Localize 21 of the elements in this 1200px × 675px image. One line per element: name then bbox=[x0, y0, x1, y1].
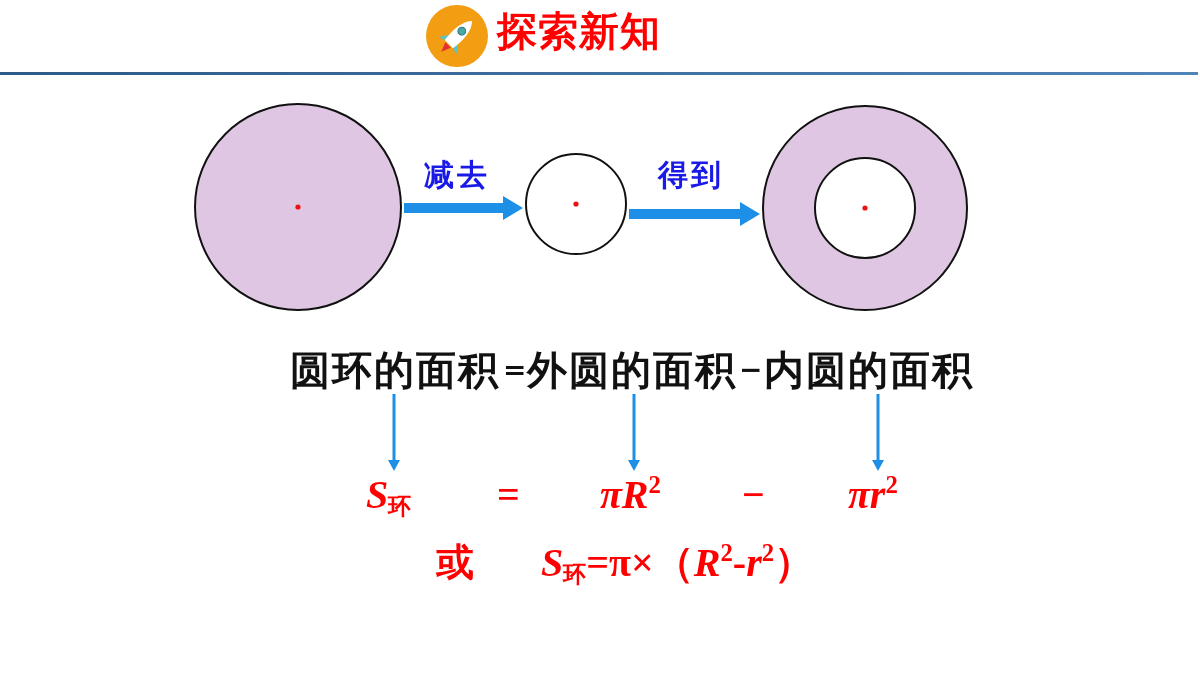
arrow bbox=[628, 394, 640, 471]
arrow bbox=[404, 196, 523, 220]
slide-title: 探索新知 bbox=[497, 8, 661, 54]
formula-term: S$_{环}$ bbox=[366, 472, 412, 518]
formula-term: πr$^{2}$ bbox=[848, 472, 898, 518]
minus-sign: − bbox=[742, 472, 765, 518]
formula: S$_{环}$=π×（R$^{2}$-r$^{2}$） bbox=[541, 540, 815, 586]
arrow bbox=[872, 394, 884, 471]
arrow bbox=[629, 202, 760, 226]
equals-sign: = bbox=[503, 354, 527, 386]
arrow bbox=[388, 394, 400, 471]
equals-sign: = bbox=[497, 472, 520, 518]
minus-sign: − bbox=[739, 354, 763, 387]
ring bbox=[761, 104, 969, 312]
formula-term: πR$^{2}$ bbox=[600, 472, 661, 518]
conjunction-text: 或 bbox=[436, 540, 474, 584]
phrase-text: 外圆的面积 bbox=[527, 347, 737, 393]
circle bbox=[193, 102, 403, 312]
circle bbox=[524, 152, 628, 256]
phrase-text: 内圆的面积 bbox=[764, 347, 974, 393]
phrase-text: 圆环的面积 bbox=[290, 347, 500, 393]
